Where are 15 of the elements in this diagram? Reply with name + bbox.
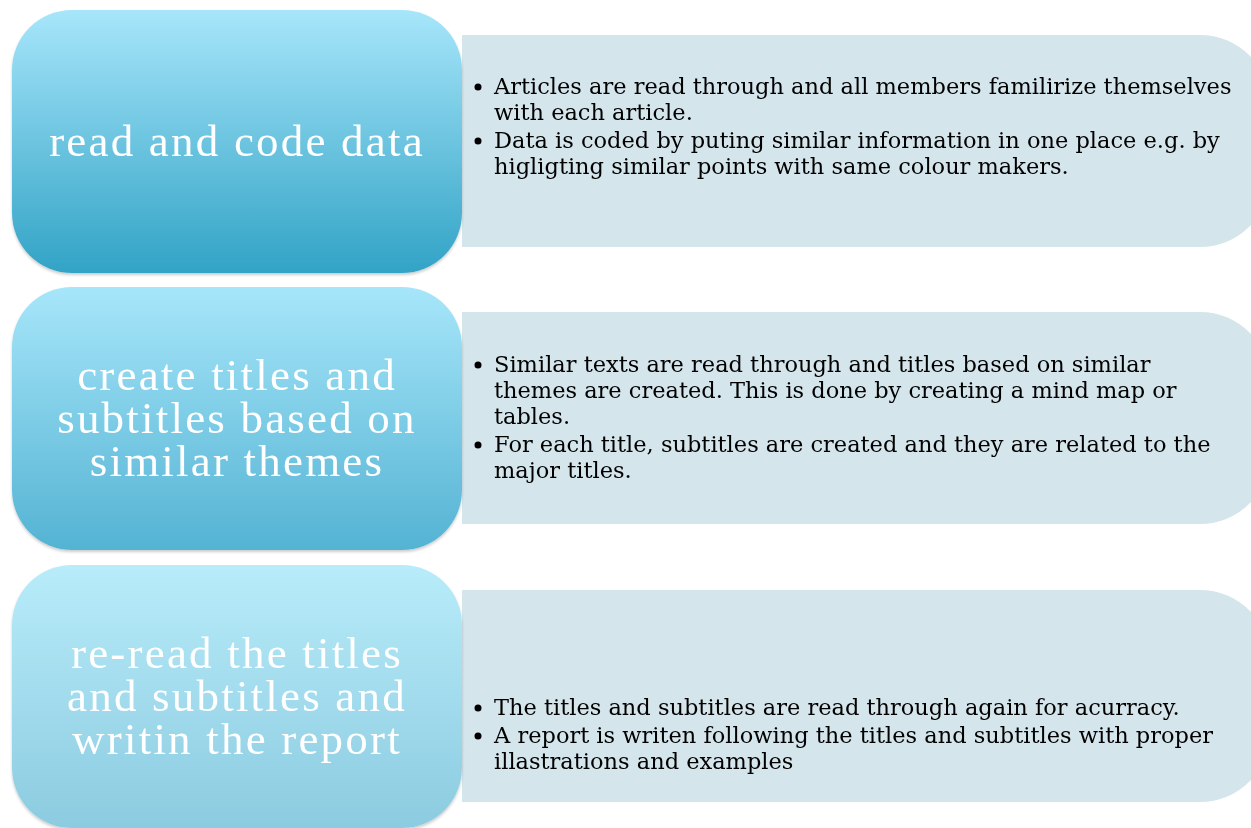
description-panel (462, 312, 1251, 524)
bullet-text: Data is coded by puting similar information in one place e.g. by higligting similar points with same colour makers. (494, 127, 1221, 179)
bullet-text: For each title, subtitles are created and they are related to the major titles. (494, 431, 1212, 483)
step-box (12, 565, 462, 828)
description-panel (462, 590, 1251, 802)
description-panel (462, 35, 1251, 247)
step-title: re-read the titles and subtitles and writin the report (66, 631, 408, 762)
step-box (12, 287, 462, 550)
bullet-text: Articles are read through and all members familirize themselves with each article. (494, 73, 1233, 125)
bullet-text: A report is writen following the titles and subtitles with proper illastrations and examples (494, 722, 1214, 774)
step-title: create titles and subtitles based on similar themes (56, 353, 418, 484)
bullet-text: The titles and subtitles are read through again for acurracy. (494, 694, 1181, 720)
step-title: read and code data (49, 119, 425, 164)
bullet-text: Similar texts are read through and titles based on similar themes are created. This is done by creating a mind map or tables. (494, 351, 1178, 429)
step-box (12, 10, 462, 273)
